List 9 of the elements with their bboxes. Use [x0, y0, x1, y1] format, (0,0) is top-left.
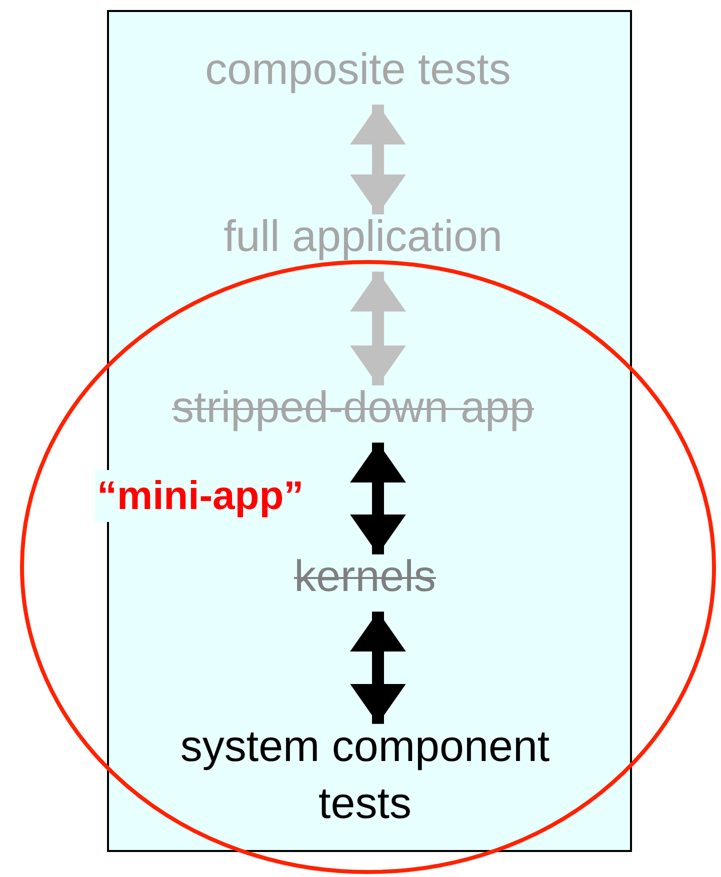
level-label: full application	[224, 208, 502, 266]
level-label: stripped-down app	[172, 379, 534, 437]
double-arrow	[350, 104, 406, 214]
double-arrow	[350, 612, 406, 724]
double-arrow	[350, 272, 406, 386]
double-arrow	[350, 442, 406, 554]
level-label: kernels	[294, 548, 436, 606]
level-label: composite tests	[205, 41, 511, 99]
level-label: system component tests	[135, 718, 595, 832]
